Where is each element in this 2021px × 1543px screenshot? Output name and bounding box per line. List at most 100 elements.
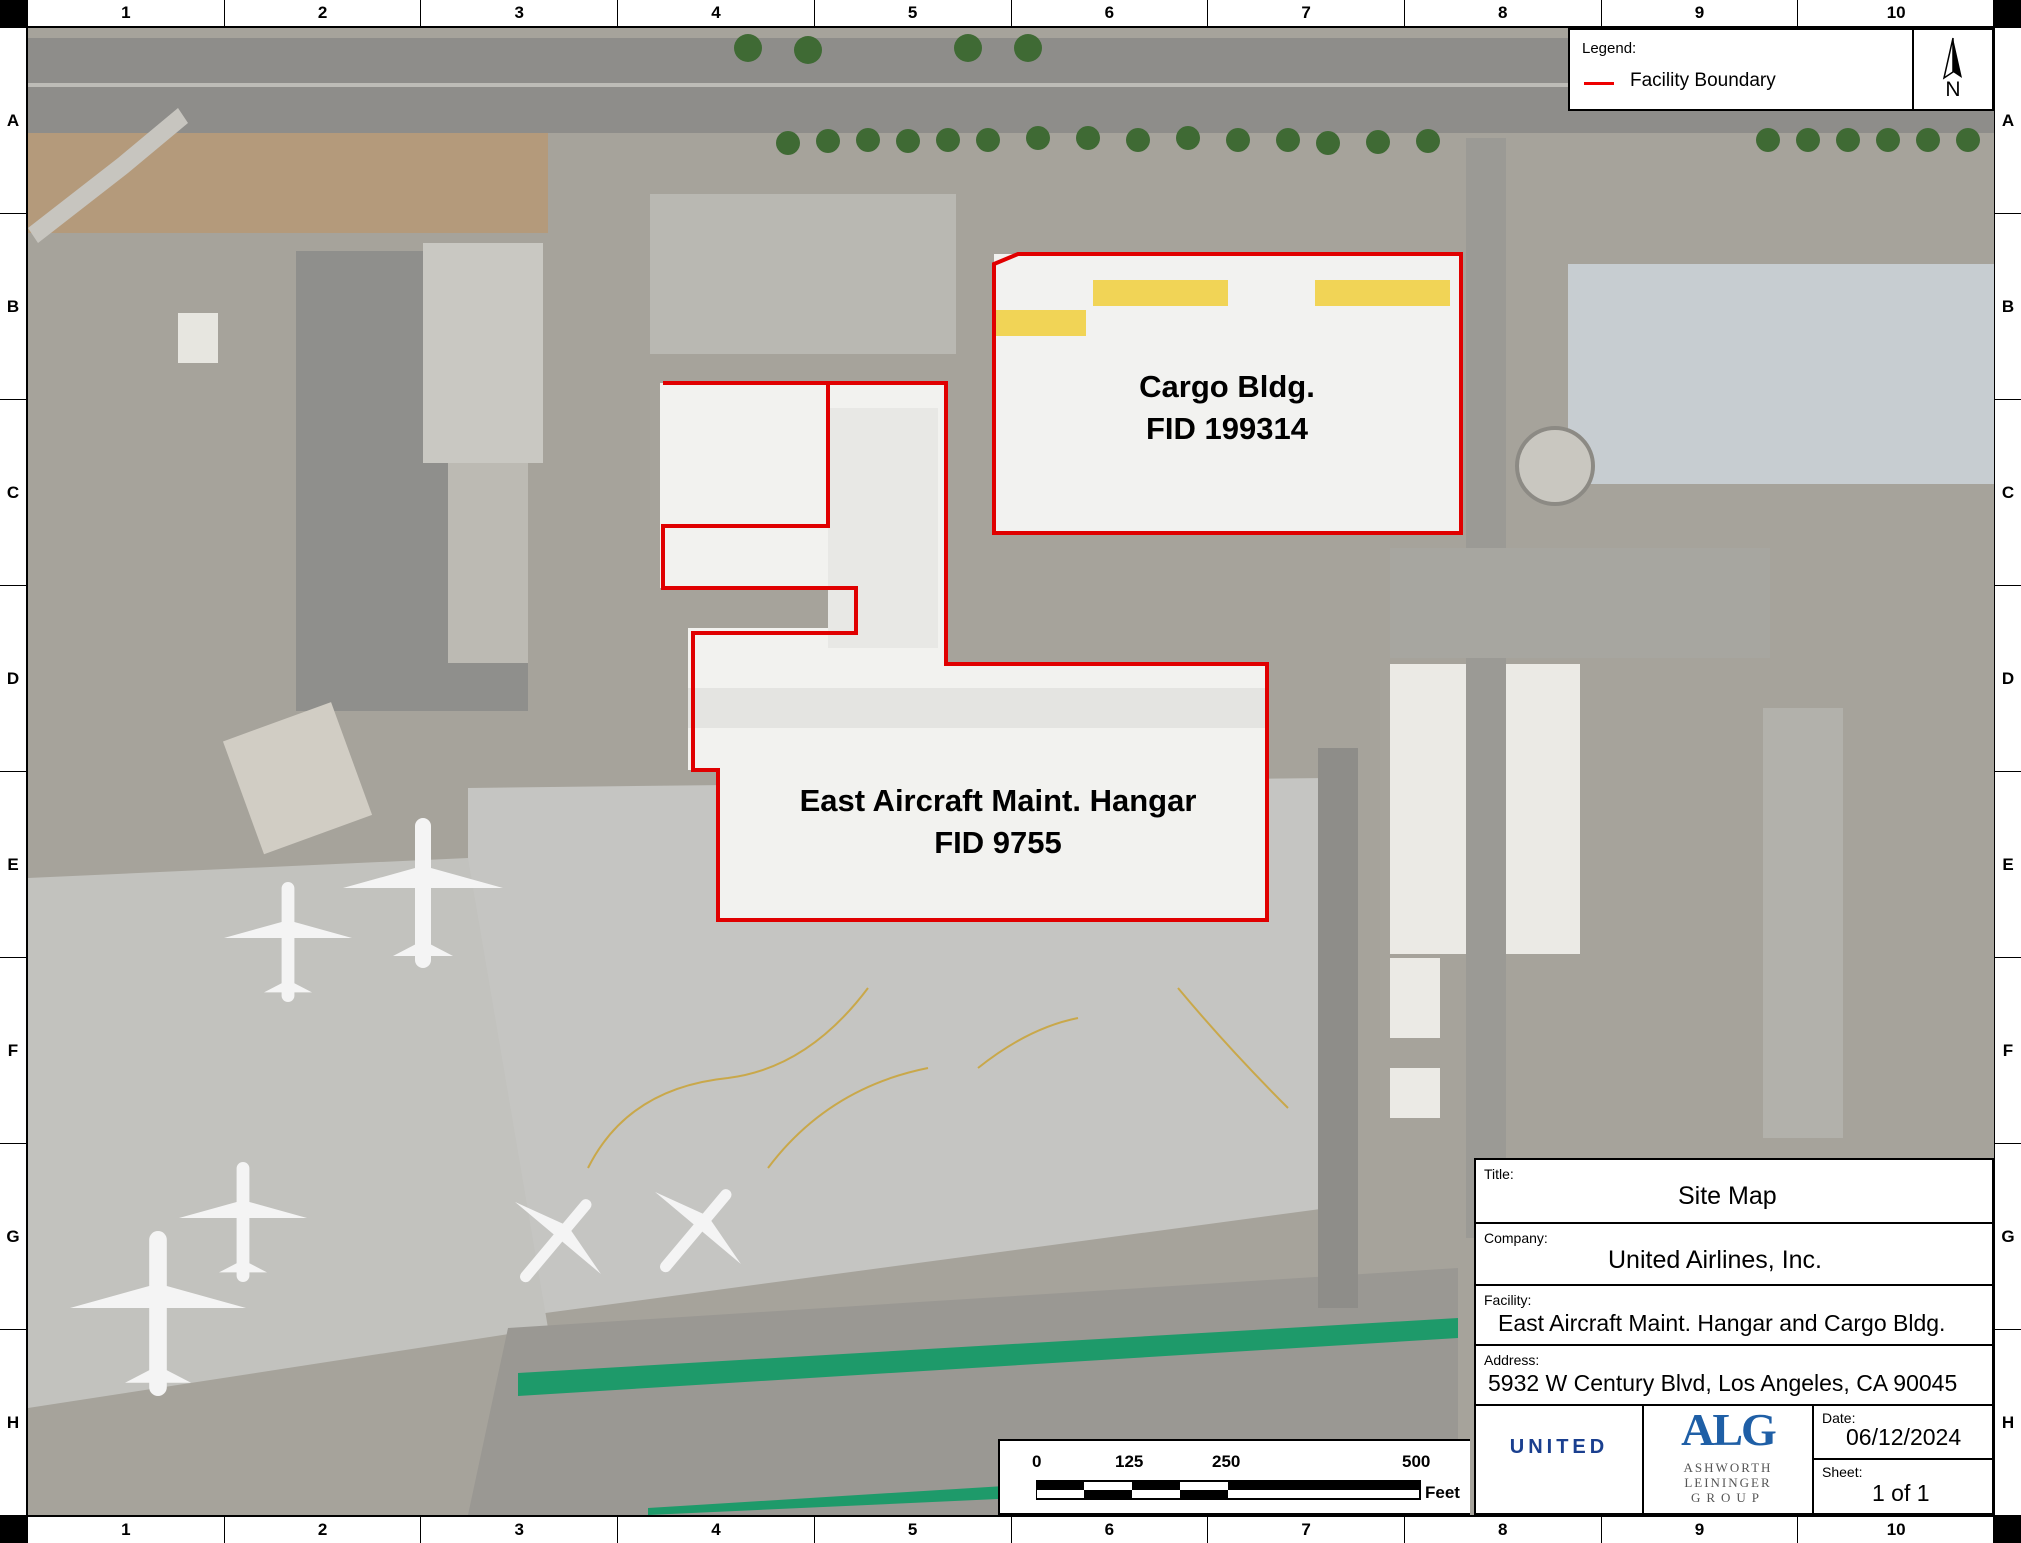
column-ruler-top: 1 2 3 4 5 6 7 8 9 10 — [28, 0, 1994, 28]
frame-corner — [1993, 1515, 2021, 1543]
col-label: 2 — [223, 1517, 421, 1543]
col-label: 1 — [121, 1520, 131, 1539]
scale-bar: 0 125 250 500 Feet — [998, 1439, 1470, 1515]
row-ruler-right: A B C D E F G H — [1993, 28, 2021, 1515]
ramp — [28, 108, 188, 243]
col-label: 7 — [1207, 0, 1404, 26]
scale-tick-label: 250 — [1212, 1452, 1241, 1471]
column-ruler-bottom: 1 2 3 4 5 6 7 8 9 10 — [28, 1515, 1994, 1543]
facility-row: Facility: East Aircraft Maint. Hangar an… — [1476, 1286, 1992, 1346]
grass-strip — [518, 1318, 1458, 1396]
frame-corner — [1993, 0, 2021, 28]
facility-caption: Facility: — [1484, 1292, 1532, 1308]
col-label: 3 — [420, 1517, 617, 1543]
legend-title: Legend: — [1582, 40, 1637, 57]
col-label: 10 — [1797, 1517, 1994, 1543]
scale-tick-label: 500 — [1402, 1452, 1431, 1471]
company-row: Company: United Airlines, Inc. — [1476, 1224, 1992, 1286]
tree-row — [734, 34, 1980, 155]
long-building — [1763, 708, 1843, 1138]
col-label: 1 — [121, 3, 131, 22]
col-label: 6 — [1010, 1517, 1208, 1543]
row-label: D — [0, 585, 26, 771]
row-label: B — [1995, 213, 2021, 399]
cargo-label-line1: Cargo Bldg. — [1139, 369, 1315, 404]
cargo-building-label: Cargo Bldg. FID 199314 — [1042, 366, 1412, 450]
col-label: 10 — [1797, 0, 1994, 26]
date-value: 06/12/2024 — [1846, 1424, 1962, 1450]
address-row: Address: 5932 W Century Blvd, Los Angele… — [1476, 1346, 1992, 1406]
scale-tick-label: 125 — [1115, 1452, 1144, 1471]
hangar-label: East Aircraft Maint. Hangar FID 9755 — [748, 780, 1248, 864]
alg-line: LEININGER — [1684, 1475, 1772, 1490]
alg-line: GROUP — [1690, 1490, 1766, 1505]
scale-unit: Feet — [1425, 1483, 1460, 1502]
facility-name: East Aircraft Maint. Hangar and Cargo Bl… — [1498, 1310, 1946, 1336]
row-label: H — [0, 1329, 26, 1515]
row-label: E — [1995, 771, 2021, 957]
row-ruler-left: A B C D E F G H — [0, 28, 28, 1515]
address-caption: Address: — [1484, 1352, 1540, 1368]
united-logo-cell: UNITED — [1476, 1406, 1644, 1513]
hangar-label-line1: East Aircraft Maint. Hangar — [799, 783, 1197, 818]
sheet-value: 1 of 1 — [1872, 1480, 1930, 1506]
facility-boundary-swatch — [1584, 82, 1614, 85]
parking-lot — [650, 194, 956, 354]
sheet-cell: Sheet: 1 of 1 — [1814, 1460, 1992, 1513]
col-label: 4 — [617, 0, 814, 26]
col-label: 9 — [1600, 1517, 1798, 1543]
frame-corner — [0, 1515, 28, 1543]
building-ne — [1568, 264, 1994, 484]
date-cell: Date: 06/12/2024 — [1814, 1406, 1992, 1460]
sheet-caption: Sheet: — [1822, 1464, 1863, 1480]
col-label: 8 — [1403, 0, 1601, 26]
row-label: D — [1995, 585, 2021, 771]
date-caption: Date: — [1822, 1410, 1856, 1426]
alg-logo-text: ASHWORTH LEININGER GROUP — [1644, 1460, 1812, 1505]
col-label: 8 — [1403, 1517, 1601, 1543]
col-label: 4 — [617, 1517, 814, 1543]
row-label: F — [1995, 957, 2021, 1143]
col-label: 5 — [813, 0, 1011, 26]
legend: Legend: Facility Boundary — [1568, 28, 1914, 111]
row-label: C — [0, 399, 26, 585]
hangar-label-line2: FID 9755 — [934, 825, 1062, 860]
scale-tick-label: 0 — [1032, 1452, 1042, 1471]
alg-logo: ALG — [1681, 1404, 1777, 1455]
col-label: 3 — [420, 0, 617, 26]
col-label: 5 — [813, 1517, 1011, 1543]
row-label: A — [2001, 110, 2015, 130]
title-caption: Title: — [1484, 1166, 1514, 1182]
title-block: Title: Site Map Company: United Airlines… — [1474, 1158, 1994, 1515]
cargo-label-line2: FID 199314 — [1146, 411, 1308, 446]
scale-bar-graphic — [1036, 1480, 1421, 1500]
row-label: F — [0, 957, 26, 1143]
row-label: B — [0, 213, 26, 399]
company-caption: Company: — [1484, 1230, 1548, 1246]
united-logo: UNITED — [1509, 1436, 1609, 1458]
row-label: E — [0, 771, 26, 957]
row-label: A — [6, 110, 20, 130]
col-label: 7 — [1207, 1517, 1404, 1543]
row-label: H — [1995, 1329, 2021, 1515]
hangar-roof — [660, 383, 1267, 920]
legend-item-label: Facility Boundary — [1630, 70, 1776, 91]
row-label: G — [1995, 1143, 2021, 1329]
airplanes — [70, 818, 741, 1396]
north-arrow: N — [1914, 28, 1994, 111]
address: 5932 W Century Blvd, Los Angeles, CA 900… — [1488, 1370, 1958, 1396]
cargo-boundary — [992, 252, 1463, 535]
frame-corner — [0, 0, 28, 28]
col-label: 9 — [1600, 0, 1798, 26]
map-title: Site Map — [1678, 1182, 1777, 1210]
alg-line: ASHWORTH — [1683, 1460, 1773, 1475]
alg-logo-cell: ALG ASHWORTH LEININGER GROUP — [1644, 1406, 1814, 1513]
row-label: C — [1995, 399, 2021, 585]
company-name: United Airlines, Inc. — [1608, 1246, 1822, 1274]
hangar-boundary — [661, 381, 1269, 922]
north-arrow-icon — [1942, 37, 1962, 80]
col-label: 2 — [223, 0, 421, 26]
col-label: 6 — [1010, 0, 1208, 26]
north-label: N — [1945, 78, 1961, 101]
